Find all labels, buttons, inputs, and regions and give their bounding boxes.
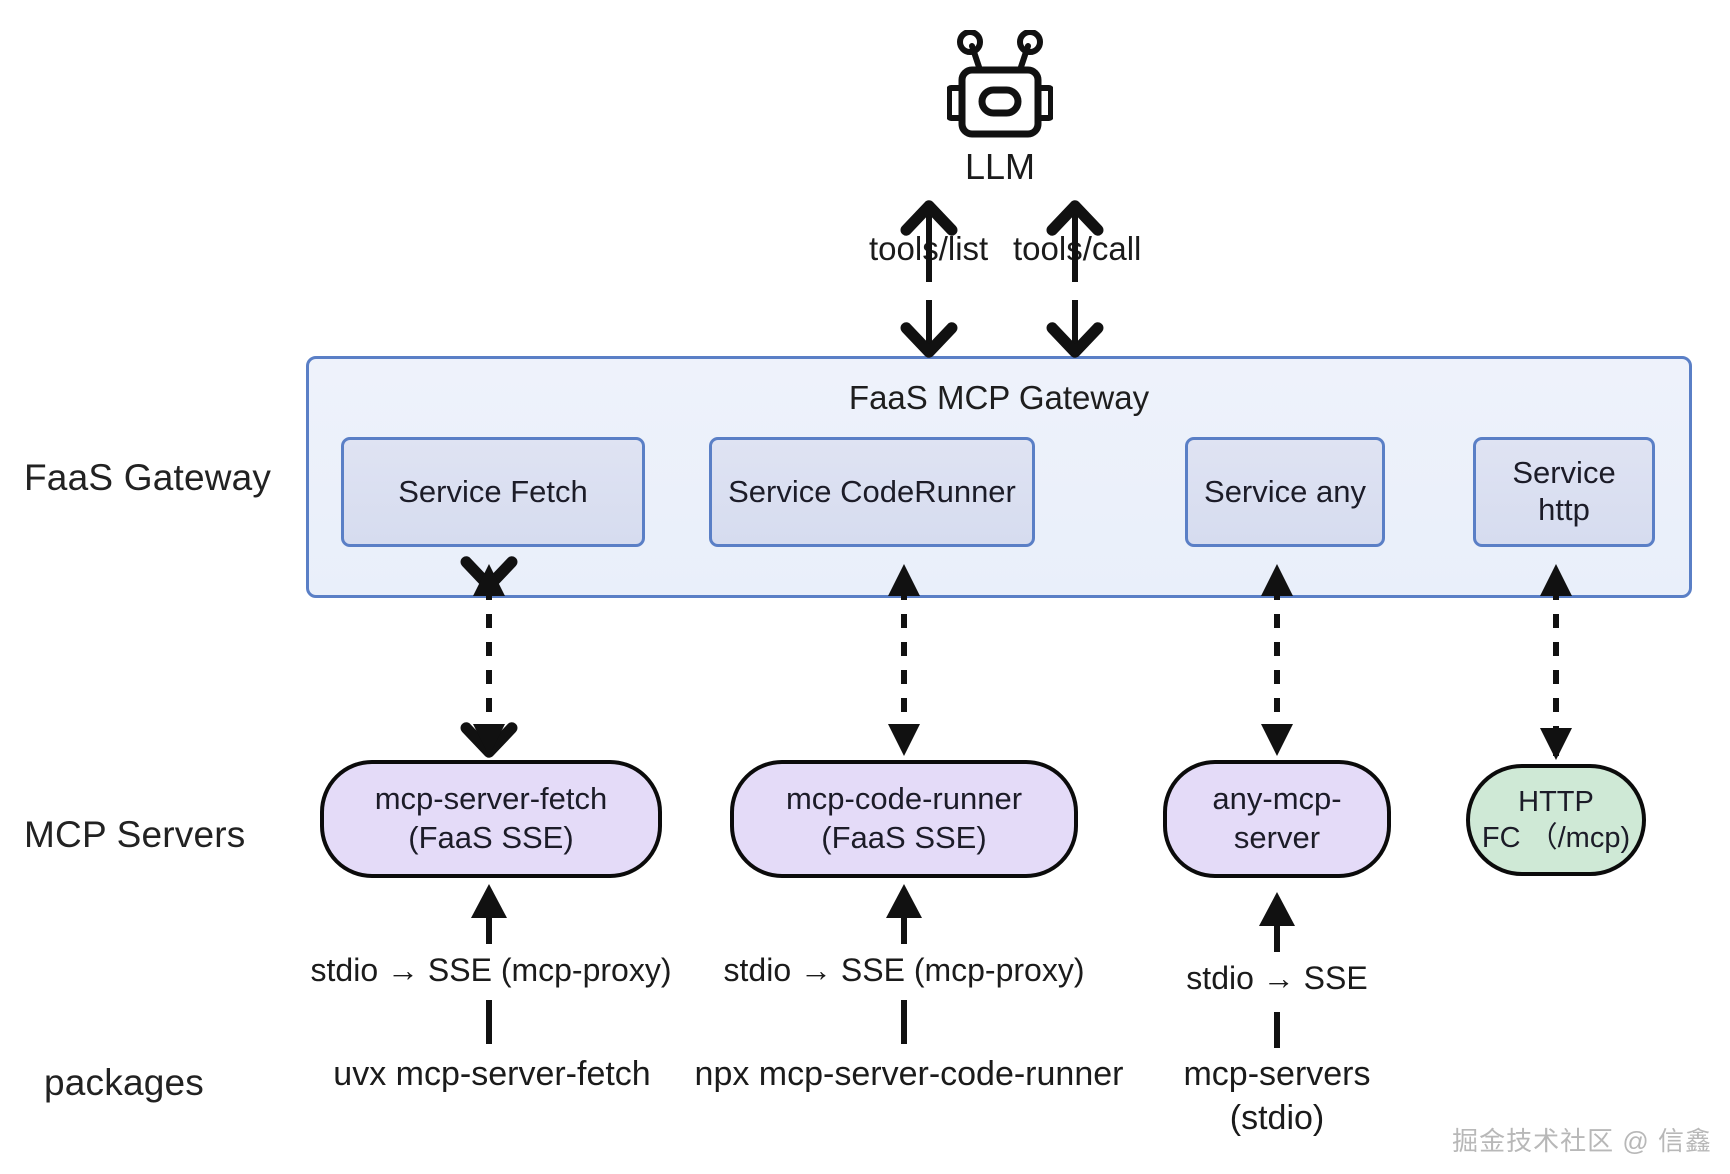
transport-label-coderunner: stdio → SSE (mcp-proxy) [723, 952, 1085, 988]
arrow-transport-coderunner [886, 884, 922, 944]
package-label-mcp-servers: mcp-servers (stdio) [1152, 1052, 1402, 1140]
server-label-line2: FC （/mcp) [1481, 822, 1631, 854]
package-line1: uvx mcp-server-fetch [333, 1055, 651, 1093]
package-label-npx: npx mcp-server-code-runner [672, 1052, 1146, 1096]
tools-list-label: tools/list [869, 230, 989, 267]
row-label-mcp-servers: MCP Servers [24, 814, 246, 855]
server-label-line2: (FaaS SSE) [408, 820, 574, 855]
service-label-line2: http [1538, 492, 1590, 527]
server-label-line1: HTTP [1518, 785, 1594, 818]
faas-mcp-gateway-container: FaaS MCP Gateway Service Fetch Service C… [306, 356, 1692, 598]
arrow-transport-any [1259, 892, 1295, 952]
service-box-coderunner[interactable]: Service CodeRunner [709, 437, 1035, 547]
transport-label-any: stdio → SSE [1186, 960, 1368, 996]
tools-call-label: tools/call [1013, 230, 1142, 267]
llm-label: LLM [964, 146, 1036, 187]
watermark: 掘金技术社区 @ 信鑫 [1452, 1126, 1712, 1156]
server-label-line1: mcp-code-runner [785, 781, 1023, 817]
any-mcp-server-node[interactable]: any-mcp- server [1163, 760, 1391, 878]
row-label-faas-gateway: FaaS Gateway [24, 457, 272, 498]
service-label: Service CodeRunner [728, 473, 1016, 509]
transport-label-fetch: stdio → SSE (mcp-proxy) [310, 952, 672, 988]
package-line2: (stdio) [1229, 1099, 1325, 1138]
package-line1: npx mcp-server-code-runner [694, 1055, 1124, 1093]
service-box-any[interactable]: Service any [1185, 437, 1385, 547]
package-label-uvx: uvx mcp-server-fetch [294, 1052, 690, 1096]
http-fc-node[interactable]: HTTP FC （/mcp) [1466, 764, 1646, 876]
gateway-title: FaaS MCP Gateway [848, 379, 1150, 416]
service-label-line1: Service [1512, 455, 1616, 491]
server-label-line1: mcp-server-fetch [374, 781, 608, 817]
server-label-line2: server [1233, 820, 1321, 855]
row-label-packages: packages [44, 1062, 204, 1103]
service-box-fetch[interactable]: Service Fetch [341, 437, 645, 547]
robot-icon [940, 30, 1060, 140]
server-label-line2: (FaaS SSE) [821, 820, 987, 855]
package-line1: mcp-servers [1183, 1055, 1371, 1093]
service-box-http[interactable]: Service http [1473, 437, 1655, 547]
arrow-transport-fetch [471, 884, 507, 944]
service-label: Service any [1204, 473, 1366, 509]
server-label-line1: any-mcp- [1212, 781, 1342, 817]
service-label: Service Fetch [398, 473, 588, 509]
mcp-code-runner-node[interactable]: mcp-code-runner (FaaS SSE) [730, 760, 1078, 878]
llm-node: LLM [940, 30, 1060, 188]
mcp-server-fetch-node[interactable]: mcp-server-fetch (FaaS SSE) [320, 760, 662, 878]
